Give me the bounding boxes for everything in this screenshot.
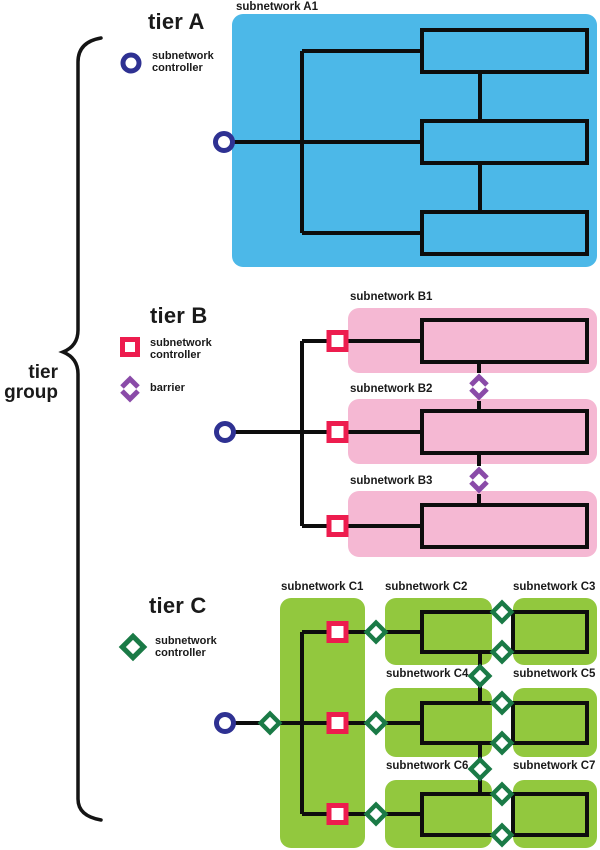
barrier-2-chevron-down-icon	[469, 480, 489, 494]
tier-b-legend-controller-label: subnetwork controller	[150, 337, 212, 361]
tier-a-node-1	[420, 28, 589, 74]
tier-c-group	[122, 598, 597, 848]
tier-group-label-line2: group	[4, 382, 58, 403]
tier-a-subnetwork-controller-icon	[213, 131, 235, 153]
subnetwork-c7-label: subnetwork C7	[513, 760, 596, 772]
tier-a-nodes	[420, 28, 589, 256]
subnetwork-c3-box	[513, 598, 597, 665]
tier-b-legend-line1: subnetwork	[150, 337, 212, 349]
subnetwork-c5-box	[513, 688, 597, 757]
subnetwork-c4-label: subnetwork C4	[386, 668, 469, 680]
tier-b-square-controller-3-icon	[326, 515, 349, 537]
subnetwork-b2-label: subnetwork B2	[350, 383, 433, 395]
tier-b-nodes	[420, 318, 589, 549]
diamond-vertical-1-icon	[471, 667, 490, 686]
barrier-2-chevron-up-icon	[469, 466, 489, 480]
subnetwork-c3-label: subnetwork C3	[513, 581, 596, 593]
barrier-1-chevron-up-icon	[469, 373, 489, 387]
tier-group-brace-icon	[58, 36, 103, 822]
tier-c-links	[225, 630, 482, 816]
tier-c-square-controller-2-icon	[326, 712, 349, 734]
tier-b-barriers	[120, 373, 489, 494]
subnetwork-c2-label: subnetwork C2	[385, 581, 468, 593]
diamond-row2-top-icon	[493, 694, 512, 713]
tier-c-title: tier C	[149, 593, 207, 618]
tier-b-links	[225, 339, 481, 528]
diamond-branch-3-icon	[367, 805, 386, 824]
legend-barrier-chevron-down-icon	[120, 389, 140, 403]
tier-group-label: tier group	[0, 363, 58, 403]
tier-a-node-3	[420, 210, 589, 256]
tier-b-legend-square-icon	[120, 337, 140, 357]
diamond-branch-2-icon	[367, 714, 386, 733]
tier-a-legend-circle-icon	[120, 52, 142, 74]
subnetwork-b3-box	[348, 491, 597, 557]
tier-b-node-3	[420, 503, 589, 549]
subnetwork-a1-label: subnetwork A1	[236, 1, 319, 13]
tier-b-square-controller-1-icon	[326, 330, 349, 352]
tier-b-legend-barrier-label: barrier	[150, 382, 185, 394]
subnetwork-c5-label: subnetwork C5	[513, 668, 596, 680]
barrier-1-chevron-down-icon	[469, 387, 489, 401]
diamond-row2-bottom-icon	[493, 734, 512, 753]
tier-a-title: tier A	[148, 9, 205, 34]
tier-c-circle-controller-icon	[214, 712, 236, 734]
diamond-vertical-2-icon	[471, 760, 490, 779]
tier-a-legend-controller-label: subnetwork controller	[152, 50, 214, 74]
tier-a-node-2	[420, 119, 589, 165]
tier-b-legend-line2: controller	[150, 348, 201, 361]
subnetwork-b2-box	[348, 399, 597, 464]
tier-group-label-line1: tier	[28, 362, 58, 383]
subnetwork-c1-label: subnetwork C1	[281, 581, 364, 593]
tier-b-square-controllers	[120, 330, 349, 537]
tier-c-square-controller-1-icon	[326, 621, 349, 643]
tier-c-legend-line2: controller	[155, 646, 206, 659]
legend-barrier-chevron-up-icon	[120, 375, 140, 389]
tier-c-legend-diamond-icon	[122, 636, 143, 657]
diamond-branch-1-icon	[367, 623, 386, 642]
tier-c-square-controller-3-icon	[326, 803, 349, 825]
tier-b-group	[120, 308, 597, 557]
subnetwork-b3-label: subnetwork B3	[350, 475, 433, 487]
tier-b-circle-controller-icon	[214, 421, 236, 443]
diamond-row1-top-icon	[493, 603, 512, 622]
tier-b-node-1	[420, 318, 589, 364]
tier-c-legend-line1: subnetwork	[155, 635, 217, 647]
tier-c-legend-controller-label: subnetwork controller	[155, 635, 217, 659]
tier-b-square-controller-2-icon	[326, 421, 349, 443]
diamond-row3-bottom-icon	[493, 826, 512, 845]
tier-a-links	[224, 49, 482, 235]
subnetwork-c6-box	[385, 780, 492, 848]
subnetwork-c7-box	[513, 780, 597, 848]
tier-a-legend-line2: controller	[152, 61, 203, 74]
tier-a-legend-line1: subnetwork	[152, 50, 214, 62]
tier-b-node-2	[420, 409, 589, 455]
subnetwork-c4-box	[385, 688, 492, 757]
tier-c-square-controllers	[326, 621, 349, 825]
subnetwork-c2-box	[385, 598, 492, 665]
tier-b-title: tier B	[150, 303, 208, 328]
subnetwork-b1-label: subnetwork B1	[350, 291, 433, 303]
diamond-row1-bottom-icon	[493, 643, 512, 662]
tier-a-group	[120, 14, 597, 267]
diamond-main-icon	[261, 714, 280, 733]
subnetwork-c6-label: subnetwork C6	[386, 760, 469, 772]
diamond-row3-top-icon	[493, 785, 512, 804]
subnetwork-b1-box	[348, 308, 597, 373]
